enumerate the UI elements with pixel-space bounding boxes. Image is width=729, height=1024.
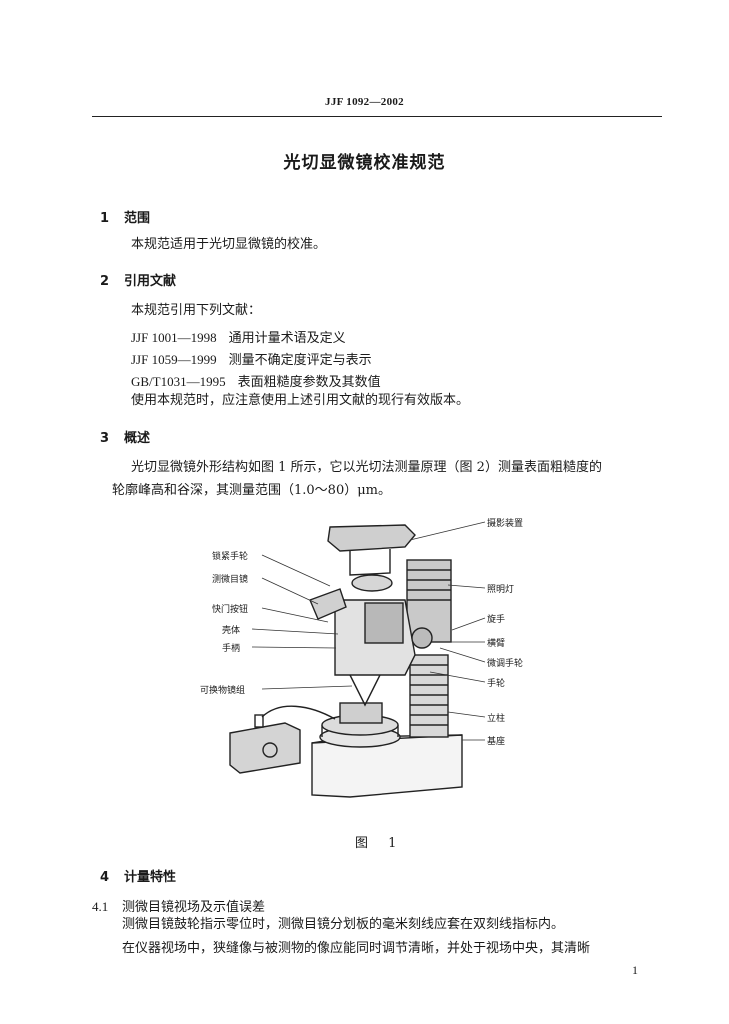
- references-intro: 本规范引用下列文献：: [131, 303, 262, 318]
- callout-column: 立柱: [487, 714, 506, 724]
- microscope-figure: [229, 524, 463, 798]
- callout-fine-adjust-wheel: 微调手轮: [487, 659, 524, 669]
- section-number: 3: [100, 431, 110, 446]
- section-number: 4: [100, 870, 110, 885]
- section-2-heading: 2 引用文献: [100, 270, 176, 289]
- section-3-heading: 3 概述: [100, 427, 150, 446]
- section-title: 概述: [124, 431, 151, 446]
- reference-code: JJF 1059—1999: [131, 352, 217, 367]
- reference-item: JJF 1001—1998 通用计量术语及定义: [131, 327, 346, 346]
- callout-objective-set: 可换物镜组: [200, 686, 246, 696]
- subsection-number: 4.1: [92, 899, 109, 914]
- callout-cross-arm: 横臂: [487, 639, 506, 649]
- callout-knob: 旋手: [487, 615, 506, 625]
- section-title: 计量特性: [124, 870, 177, 885]
- section-4-line-2: 在仪器视场中，狭缝像与被测物的像应能同时调节清晰，并处于视场中央，其清晰: [122, 941, 591, 956]
- callout-illuminator: 照明灯: [487, 585, 515, 595]
- reference-title: 表面粗糙度参数及其数值: [237, 375, 381, 390]
- callout-handle: 手柄: [222, 644, 241, 654]
- callout-camera-unit: 摄影装置: [487, 519, 524, 529]
- page-number: 1: [632, 963, 638, 977]
- callout-shutter-button: 快门按钮: [212, 605, 249, 615]
- reference-item: GB/T1031—1995 表面粗糙度参数及其数值: [131, 371, 381, 390]
- section-3-line-1: 光切显微镜外形结构如图 1 所示，它以光切法测量原理（图 2）测量表面粗糙度的: [131, 460, 602, 475]
- callout-base: 基座: [487, 737, 506, 747]
- callout-housing: 壳体: [222, 626, 241, 636]
- section-number: 1: [100, 211, 110, 226]
- callout-micrometer-eyepiece: 测微目镜: [212, 575, 249, 585]
- reference-title: 通用计量术语及定义: [228, 331, 346, 346]
- reference-code: JJF 1001—1998: [131, 330, 217, 345]
- subsection-4-1-heading: 4.1 测微目镜视场及示值误差: [92, 896, 265, 915]
- callout-handwheel: 手轮: [487, 679, 506, 689]
- section-4-line-1: 测微目镜鼓轮指示零位时，测微目镜分划板的毫米刻线应套在双刻线指标内。: [122, 917, 565, 932]
- section-number: 2: [100, 274, 110, 289]
- section-3-line-2: 轮廓峰高和谷深，其测量范围（1.0～80）μm。: [112, 483, 391, 498]
- section-title: 范围: [124, 211, 151, 226]
- section-1-heading: 1 范围: [100, 207, 150, 226]
- callout-lock-handwheel: 锁紧手轮: [212, 552, 249, 562]
- references-note: 使用本规范时，应注意使用上述引用文献的现行有效版本。: [131, 393, 470, 408]
- section-title: 引用文献: [124, 274, 177, 289]
- section-4-heading: 4 计量特性: [100, 866, 176, 885]
- header-rule: [92, 116, 662, 117]
- section-1-text: 本规范适用于光切显微镜的校准。: [131, 237, 327, 252]
- reference-code: GB/T1031—1995: [131, 374, 226, 389]
- document-title: 光切显微镜校准规范: [283, 153, 446, 173]
- figure-caption: 图 1: [355, 836, 405, 851]
- reference-item: JJF 1059—1999 测量不确定度评定与表示: [131, 349, 372, 368]
- subsection-title: 测微目镜视场及示值误差: [122, 900, 266, 915]
- reference-title: 测量不确定度评定与表示: [228, 353, 372, 368]
- standard-code: JJF 1092—2002: [325, 96, 404, 108]
